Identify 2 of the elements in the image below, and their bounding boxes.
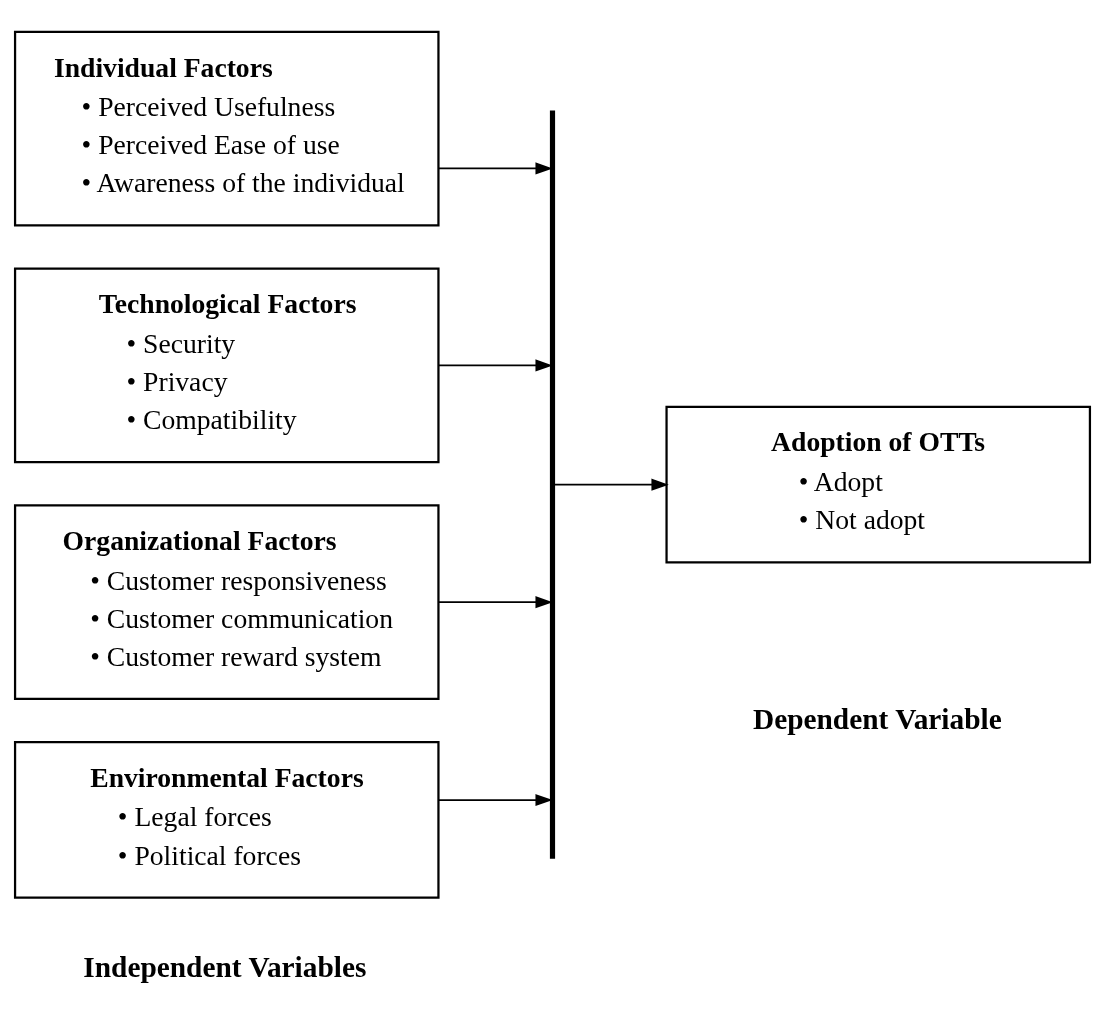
label: Independent Variables [83,951,367,984]
label: Dependent Variable [752,702,1002,735]
